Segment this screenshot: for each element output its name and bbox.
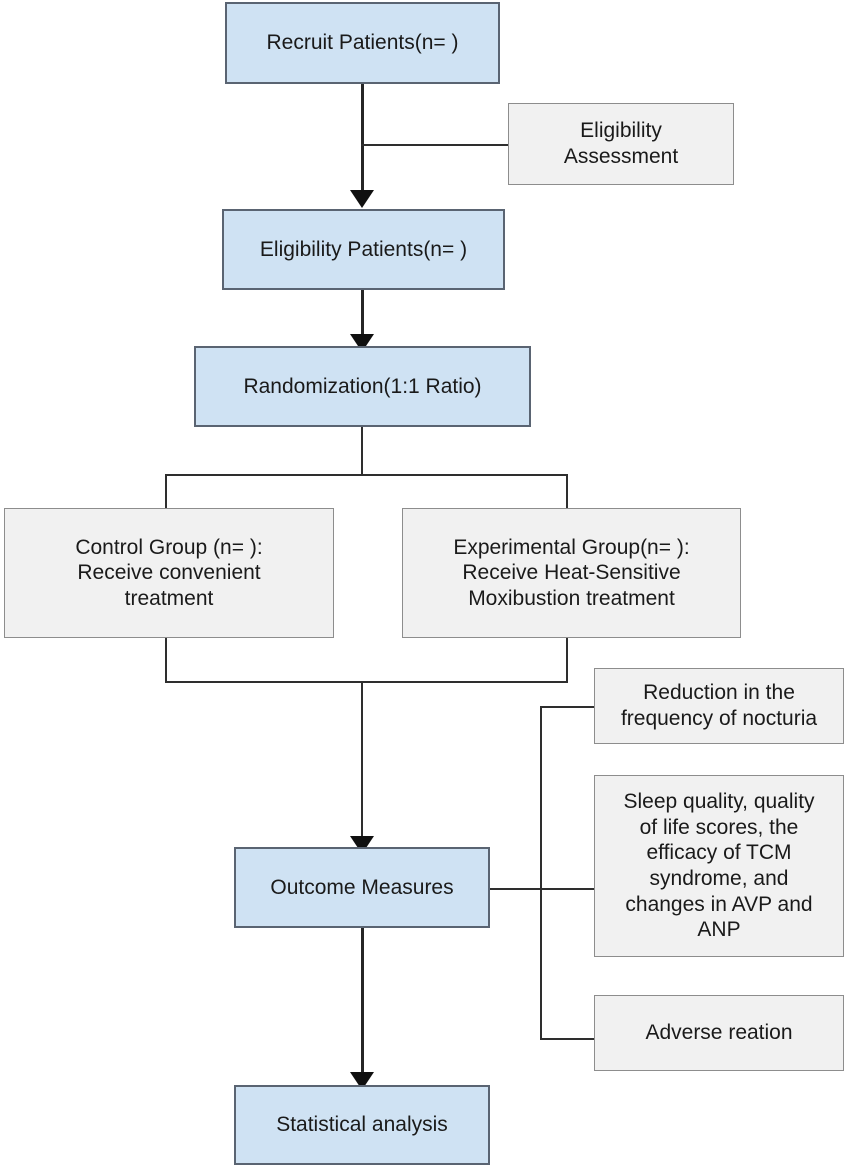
edge-randomization-stem [361, 426, 363, 476]
edge-randomization-split-bar [165, 474, 568, 476]
edge-merge-to-outcome [361, 681, 363, 841]
edge-trunk-to-nocturia [540, 706, 595, 708]
arrowhead-recruit-to-eligibility [350, 190, 374, 208]
node-eligibility-patients[interactable]: Eligibility Patients(n= ) [222, 209, 505, 290]
edge-assessment-to-trunk [361, 144, 509, 146]
edge-split-to-experimental [566, 474, 568, 510]
node-statistical-analysis[interactable]: Statistical analysis [234, 1085, 490, 1165]
node-experimental-group[interactable]: Experimental Group(n= ): Receive Heat-Se… [402, 508, 741, 638]
edge-split-to-control [165, 474, 167, 510]
edge-trunk-to-adverse [540, 1038, 595, 1040]
node-recruit-patients[interactable]: Recruit Patients(n= ) [225, 2, 500, 84]
arrowhead-eligibility-to-randomization [350, 334, 374, 352]
node-outcome-adverse[interactable]: Adverse reation [594, 995, 844, 1071]
edge-recruit-to-eligibility [361, 83, 364, 193]
node-outcome-nocturia[interactable]: Reduction in the frequency of nocturia [594, 668, 844, 744]
node-control-group[interactable]: Control Group (n= ): Receive convenient … [4, 508, 334, 638]
edge-merge-bar [165, 681, 568, 683]
edge-trunk-to-secondary [540, 888, 595, 890]
node-randomization[interactable]: Randomization(1:1 Ratio) [194, 346, 531, 427]
node-outcome-measures[interactable]: Outcome Measures [234, 847, 490, 928]
node-eligibility-assessment[interactable]: Eligibility Assessment [508, 103, 734, 185]
arrowhead-merge-to-outcome [350, 836, 374, 854]
edge-outcome-to-statistical [361, 927, 364, 1077]
edge-control-to-merge [165, 637, 167, 683]
edge-outcome-trunk [540, 706, 542, 1040]
edge-eligibility-to-randomization [361, 289, 364, 338]
arrowhead-outcome-to-statistical [350, 1072, 374, 1090]
node-outcome-secondary[interactable]: Sleep quality, quality of life scores, t… [594, 775, 844, 957]
edge-experimental-to-merge [566, 637, 568, 683]
